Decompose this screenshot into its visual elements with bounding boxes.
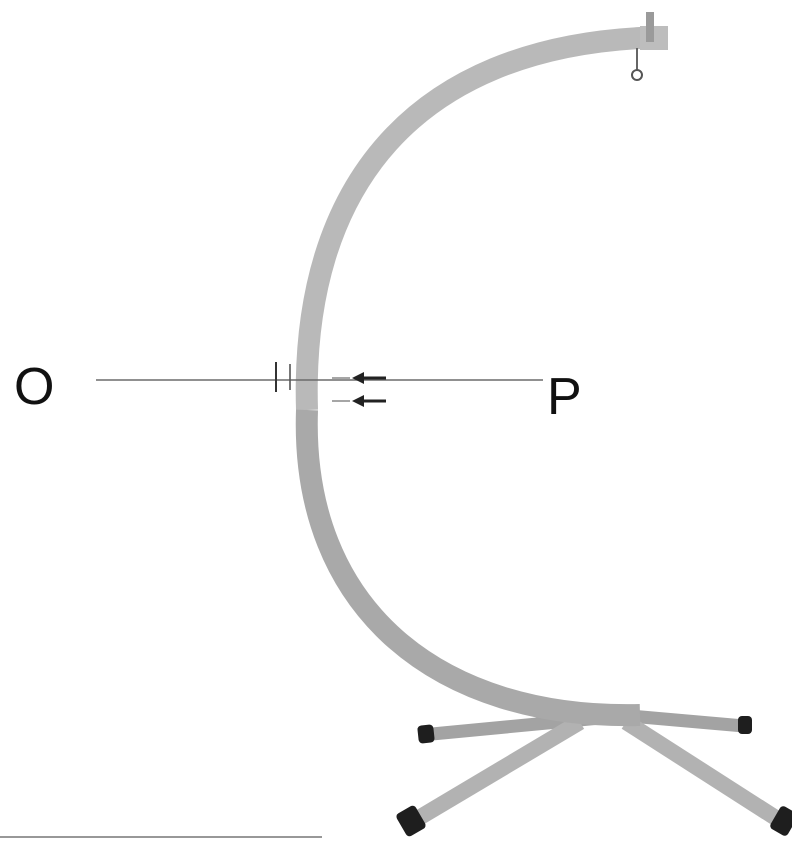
label-o: O — [14, 358, 54, 416]
leg-front-right — [621, 715, 787, 829]
label-p: P — [547, 368, 582, 426]
stand-base — [396, 706, 792, 837]
hook-ring — [631, 69, 643, 81]
gap-marker — [275, 362, 291, 392]
foot-back-left — [417, 724, 435, 744]
hook-bracket — [646, 12, 654, 42]
force-arrow-icon — [332, 372, 386, 384]
force-arrows — [332, 372, 386, 407]
c-shaped-bar — [295, 26, 668, 727]
bar-lower-arc — [295, 409, 641, 727]
hook-icon — [631, 12, 654, 81]
leg-front-left — [407, 715, 585, 829]
bar-upper-arc — [295, 27, 660, 411]
foot-front-right — [770, 806, 792, 836]
foot-back-right — [738, 716, 752, 734]
leg-back-right — [629, 709, 745, 733]
force-arrow-icon — [332, 395, 386, 407]
foot-front-left — [396, 805, 426, 837]
